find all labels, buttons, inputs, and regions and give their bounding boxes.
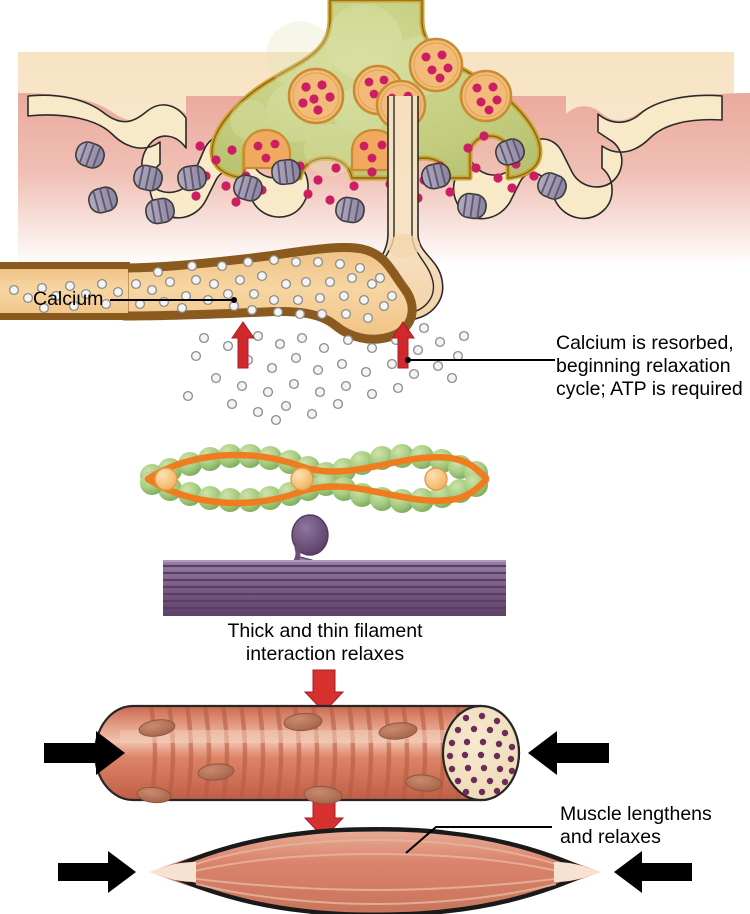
acetylcholine-receptor (495, 138, 525, 166)
acetylcholine-receptor (421, 162, 451, 190)
docked-vesicle (350, 128, 400, 172)
thick-filament-body (163, 560, 506, 616)
calcium-leader-dot (231, 297, 237, 303)
nucleus (197, 763, 235, 781)
acetylcholine-receptor (145, 197, 175, 225)
calcium-label: Calcium (33, 288, 104, 310)
muscle-fascicles (189, 838, 563, 906)
acetylcholine-receptor (75, 141, 105, 169)
relax-arrow-right (614, 851, 692, 893)
troponin-complex (290, 467, 314, 491)
acetylcholine-receptor (88, 186, 118, 214)
process-arrow-down (303, 669, 345, 713)
myofibril-dots (446, 712, 516, 796)
tropomyosin-lower (144, 475, 490, 507)
sr-left-extension (0, 266, 128, 318)
nucleus (138, 719, 176, 737)
thick-filament-stripes (163, 564, 506, 610)
calcium-ions-sarcoplasm (182, 322, 470, 426)
docked-vesicle (242, 128, 292, 170)
t-tubule-highlight (388, 234, 420, 258)
whole-muscle-group (58, 826, 692, 914)
tendon-right (554, 862, 600, 882)
terminal-cisterna (119, 243, 417, 344)
acetylcholine-receptor (537, 172, 567, 200)
sr-top-edge (0, 262, 130, 269)
calcium-resorbed-leader-dot (405, 357, 411, 363)
relax-arrow-left (58, 851, 136, 893)
sr-bottom-edge (0, 313, 130, 320)
synaptic-terminal-group (18, 0, 750, 267)
acetylcholine-receptor (271, 158, 301, 186)
nucleus (378, 722, 418, 740)
muscle-belly (150, 830, 600, 913)
nucleus (136, 786, 172, 804)
acetylcholine-receptor (177, 164, 207, 192)
muscle-lengthens-label: Muscle lengthens and relaxes (560, 803, 712, 848)
filament-interaction-label: Thick and thin filament interaction rela… (227, 620, 423, 665)
calcium-resorbed-label: Calcium is resorbed, beginning relaxatio… (556, 332, 743, 400)
troponin-complex (154, 467, 178, 491)
muscle-fiber-group (44, 704, 609, 805)
acetylcholine-receptor (457, 192, 487, 220)
lengthening-arrow-left (44, 731, 125, 775)
thick-filament-group (163, 514, 506, 616)
muscle-lengthens-leader-line (405, 826, 552, 854)
synaptic-vesicle (459, 69, 513, 123)
calcium-ions-sr (8, 254, 398, 324)
troponin-complex (424, 467, 448, 491)
calcium-pump-arrow (391, 321, 415, 369)
muscle-fiber-nuclei (136, 712, 443, 805)
acetylcholine-receptor (335, 196, 365, 224)
acetylcholine-receptor (133, 164, 163, 192)
nucleus (405, 774, 443, 792)
t-tubule-sr-group (0, 96, 555, 426)
tendon-left (150, 862, 196, 882)
nucleus (303, 785, 343, 805)
tropomyosin-upper (144, 451, 490, 483)
synaptic-vesicle (408, 37, 464, 93)
thin-filament-group (140, 444, 490, 513)
lengthening-arrow-right (528, 731, 609, 775)
nucleus (283, 712, 323, 732)
acetylcholine-receptors (75, 138, 567, 225)
myosin-head (291, 514, 329, 556)
calcium-pump-arrow (231, 321, 255, 369)
synaptic-vesicle (287, 67, 345, 125)
acetylcholine-receptor (233, 174, 263, 202)
